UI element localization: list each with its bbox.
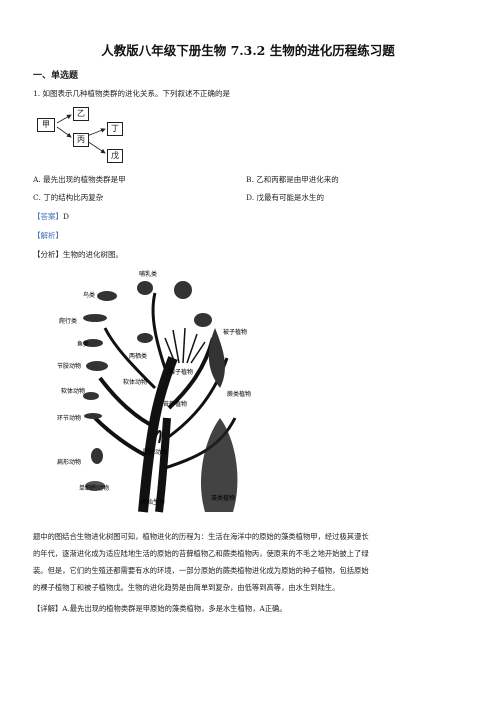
arrow-jia-bing <box>56 126 72 138</box>
algae-shape <box>200 418 238 512</box>
label-gymnosperms: 裸子植物 <box>169 368 193 376</box>
protozoa-shape <box>85 481 105 491</box>
arrow-bing-wu <box>86 140 106 154</box>
label-flatworms: 扁形动物 <box>57 458 81 466</box>
angiosperm-shape <box>194 313 212 327</box>
relation-diagram: 甲 乙 丙 丁 戊 <box>33 105 143 167</box>
box-ding: 丁 <box>107 122 123 136</box>
label-protozoa: 单细胞动物 <box>79 484 109 492</box>
paragraph-line: 的年代，逐渐进化成为适应陆地生活的原始的苔藓植物乙和蕨类植物丙，使原来的不毛之地… <box>33 549 369 558</box>
fern-shape <box>208 328 225 388</box>
answer-value: D <box>63 212 70 221</box>
bird-shape <box>97 291 117 301</box>
human-shape <box>174 281 192 299</box>
grass-shape <box>164 327 206 364</box>
label-fish: 鱼类 <box>77 340 89 348</box>
annelid-shape <box>84 413 102 419</box>
label-amphibians: 两栖类 <box>129 352 147 360</box>
reptile-shape <box>83 314 107 322</box>
detail-text: A.最先出现的植物类群是甲原始的藻类植物，多是水生植物，A正确。 <box>62 604 287 613</box>
detail-tag: 【详解】 <box>33 604 63 613</box>
amphibian-shape <box>137 333 153 343</box>
option-c: C. 丁的结构比丙复杂 <box>33 193 104 202</box>
arrow-jia-yi <box>56 114 72 124</box>
answer-line: 【答案】D <box>33 211 69 222</box>
trunk <box>138 356 178 513</box>
box-jia: 甲 <box>37 118 55 132</box>
arrow-bing-ding <box>86 128 106 137</box>
page-title: 人教版八年级下册生物 7.3.2 生物的进化历程练习题 <box>101 43 395 58</box>
box-yi: 乙 <box>73 107 89 121</box>
mammal-shape <box>137 281 153 295</box>
label-origin: 原始生命 <box>141 498 165 506</box>
label-coelenterates: 腔肠动物 <box>143 448 167 456</box>
section-heading: 一、单选题 <box>33 71 79 81</box>
paragraph-line: 题中的图结合生物进化树图可知，植物进化的历程为：生活在海洋中的原始的藻类植物甲，… <box>33 532 369 541</box>
analysis-paragraph: 题中的图结合生物进化树图可知，植物进化的历程为：生活在海洋中的原始的藻类植物甲，… <box>33 528 463 596</box>
arthropod-shape <box>86 361 108 371</box>
paragraph-line: 的裸子植物丁和被子植物戊。生物的进化趋势是由简单到复杂，由低等到高等，由水生到陆… <box>33 583 340 592</box>
flatworm-shape <box>91 448 103 464</box>
fish-shape <box>83 339 103 347</box>
box-bing: 丙 <box>73 133 89 147</box>
option-a: A. 最先出现的植物类群是甲 <box>33 175 126 184</box>
paragraph-line: 装。但是，它们的生殖还都需要有水的环境，一部分原始的蕨类植物进化成为原始的种子植… <box>33 566 369 575</box>
question-text: 1. 如图表示几种植物类群的进化关系。下列叙述不正确的是 <box>33 89 231 98</box>
label-mollusc-branch: 软体动物 <box>123 378 147 386</box>
branch-left-1 <box>98 376 158 430</box>
box-wu: 戊 <box>107 149 123 163</box>
mollusc-shape <box>83 392 99 400</box>
answer-tag: 【答案】 <box>33 212 63 221</box>
label-reptiles: 爬行类 <box>59 317 77 325</box>
label-birds: 鸟类 <box>83 291 95 299</box>
analysis-intro: 【分析】生物的进化树图。 <box>33 250 123 259</box>
label-algae: 藻类植物 <box>211 494 235 502</box>
detail-line: 【详解】A.最先出现的植物类群是甲原始的藻类植物，多是水生植物，A正确。 <box>33 604 287 614</box>
label-mosses: 苔藓植物 <box>163 400 187 408</box>
label-ferns: 蕨类植物 <box>227 390 251 398</box>
option-b: B. 乙和丙都是由甲进化来的 <box>246 175 339 184</box>
analysis-tag: 【解析】 <box>33 231 63 240</box>
label-arthropods: 节肢动物 <box>57 362 81 370</box>
label-mammals: 哺乳类 <box>139 270 157 278</box>
option-d: D. 戊最有可能是水生的 <box>246 193 325 202</box>
label-molluscs: 软体动物 <box>61 387 85 395</box>
label-angiosperms: 被子植物 <box>223 328 247 336</box>
label-annelids: 环节动物 <box>57 414 81 422</box>
relation-arrows <box>56 114 106 154</box>
coelenterate-shape <box>154 430 162 444</box>
evolution-tree-figure: 哺乳类 鸟类 爬行类 鱼类 节肢动物 软体动物 环节动物 扁形动物 单细胞动物 … <box>57 270 251 513</box>
